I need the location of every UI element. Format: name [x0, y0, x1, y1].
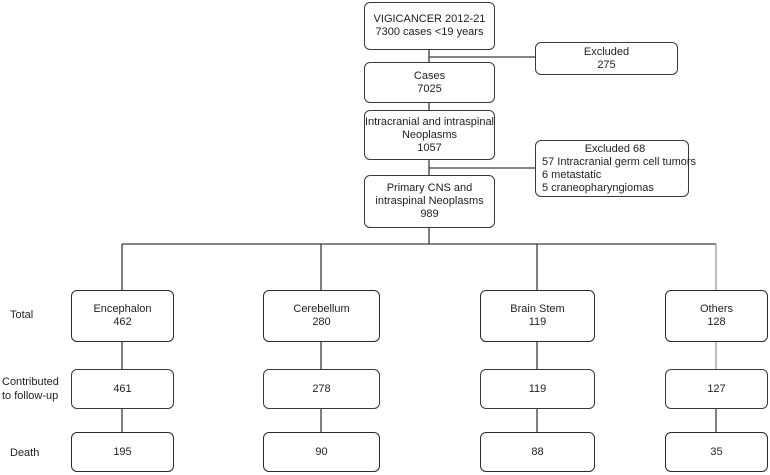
- death-value: 195: [113, 445, 132, 458]
- source-cases: 7300 cases <19 years: [375, 26, 484, 38]
- excluded-2-item: 5 craneopharyngiomas: [542, 181, 654, 194]
- excluded-2-item: 6 metastatic: [542, 168, 602, 181]
- branch-box-encephalon: Encephalon 462: [71, 290, 174, 342]
- branch-name: Cerebellum: [293, 303, 350, 315]
- cases-label: Cases: [413, 69, 446, 82]
- source-box: VIGICANCER 2012-21 7300 cases <19 years: [364, 2, 495, 50]
- excluded-box-1: Excluded 275: [535, 42, 678, 75]
- branch-total: 119: [528, 316, 547, 328]
- followup-value: 278: [312, 382, 331, 395]
- row-label-followup-2: to follow-up: [2, 390, 59, 402]
- death-value: 88: [531, 445, 544, 458]
- death-box-encephalon: 195: [71, 432, 174, 472]
- row-label-total: Total: [10, 309, 34, 321]
- followup-value: 461: [113, 382, 132, 395]
- death-box-others: 35: [665, 432, 768, 472]
- branch-box-brainstem: Brain Stem 119: [480, 290, 595, 342]
- primary-line2: intraspinal Neoplasms: [375, 195, 484, 207]
- excluded-1-count: 275: [597, 58, 616, 71]
- intracranial-line1: Intracranial and intraspinal: [364, 115, 495, 128]
- branch-name: Encephalon: [93, 303, 152, 315]
- branch-box-cerebellum: Cerebellum 280: [263, 290, 380, 342]
- cases-box: Cases 7025: [364, 62, 495, 103]
- primary-count: 989: [420, 208, 439, 220]
- branch-total: 128: [707, 316, 726, 328]
- branch-total: 462: [113, 316, 132, 328]
- followup-box-cerebellum: 278: [263, 369, 380, 409]
- branch-name: Others: [699, 303, 733, 315]
- death-box-brainstem: 88: [480, 432, 595, 472]
- primary-line1: Primary CNS and: [386, 182, 473, 194]
- followup-value: 119: [528, 382, 547, 395]
- primary-cns-box: Primary CNS and intraspinal Neoplasms 98…: [364, 175, 495, 228]
- source-title: VIGICANCER 2012-21: [373, 13, 486, 25]
- excluded-1-label: Excluded: [583, 45, 630, 58]
- intracranial-box: Intracranial and intraspinal Neoplasms 1…: [364, 110, 495, 160]
- death-value: 35: [710, 445, 723, 458]
- branch-total: 280: [312, 316, 331, 328]
- death-box-cerebellum: 90: [263, 432, 380, 472]
- row-label-followup-1: Contributed: [2, 376, 59, 388]
- excluded-box-2: Excluded 68 57 Intracranial germ cell tu…: [535, 140, 696, 197]
- branch-box-others: Others 128: [665, 290, 768, 342]
- branch-name: Brain Stem: [510, 303, 565, 315]
- death-value: 90: [315, 445, 328, 458]
- excluded-2-title: Excluded 68: [584, 142, 646, 155]
- row-label-death: Death: [10, 447, 40, 459]
- intracranial-line2: Neoplasms: [401, 128, 458, 141]
- intracranial-count: 1057: [417, 141, 442, 154]
- followup-box-brainstem: 119: [480, 369, 595, 409]
- followup-value: 127: [707, 382, 726, 395]
- followup-box-encephalon: 461: [71, 369, 174, 409]
- cases-count: 7025: [417, 82, 442, 95]
- followup-box-others: 127: [665, 369, 768, 409]
- excluded-2-item: 57 Intracranial germ cell tumors: [542, 155, 697, 168]
